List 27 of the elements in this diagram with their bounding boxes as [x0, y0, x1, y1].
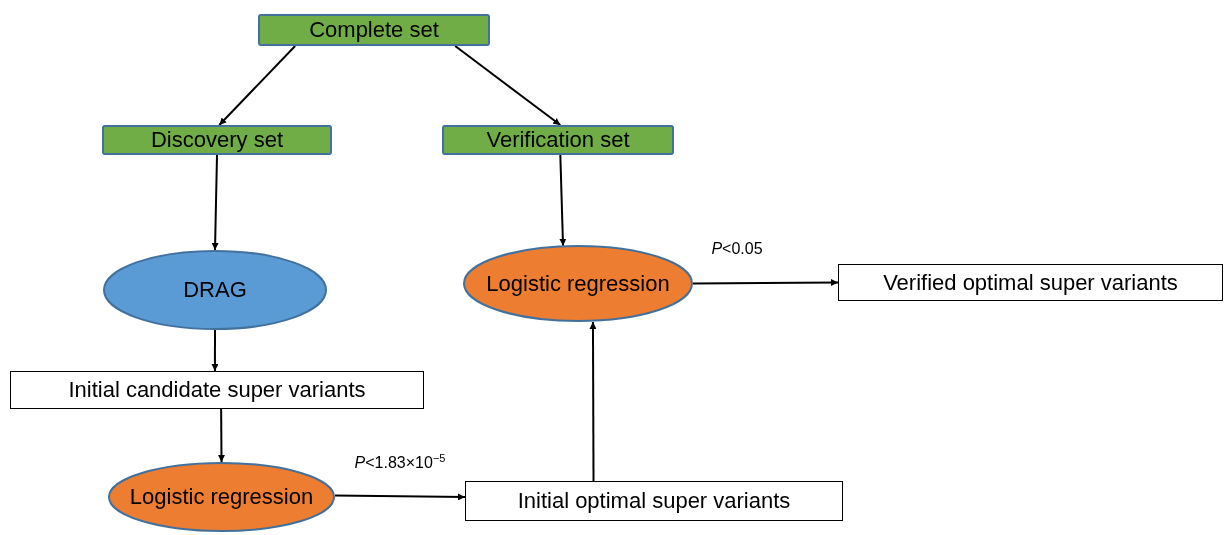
process-box [10, 371, 424, 409]
node-text: Logistic regression [129, 484, 314, 510]
arrow [211, 154, 219, 251]
process-box [258, 14, 490, 46]
arrow [454, 45, 562, 126]
process-ellipse [108, 462, 335, 532]
node-text: Complete set [309, 17, 439, 43]
arrow [217, 408, 225, 463]
arrow [218, 45, 297, 126]
node-text: Initial candidate super variants [68, 377, 366, 403]
node-text: Verified optimal super variants [883, 269, 1178, 296]
process-box [465, 481, 843, 521]
process-box [442, 125, 674, 155]
process-box [102, 125, 332, 155]
arrow [334, 493, 466, 501]
node-text: Discovery set [150, 127, 283, 153]
node-text: DRAG [183, 277, 247, 303]
node-text: Logistic regression [486, 270, 670, 297]
arrow [589, 321, 597, 482]
arrow [559, 154, 567, 247]
process-ellipse [103, 250, 327, 330]
arrow [692, 279, 839, 287]
node-text: Verification set [486, 127, 630, 153]
arrow [211, 329, 219, 372]
process-ellipse [463, 245, 693, 322]
node-text: Initial optimal super variants [517, 488, 791, 514]
process-box [838, 264, 1223, 301]
